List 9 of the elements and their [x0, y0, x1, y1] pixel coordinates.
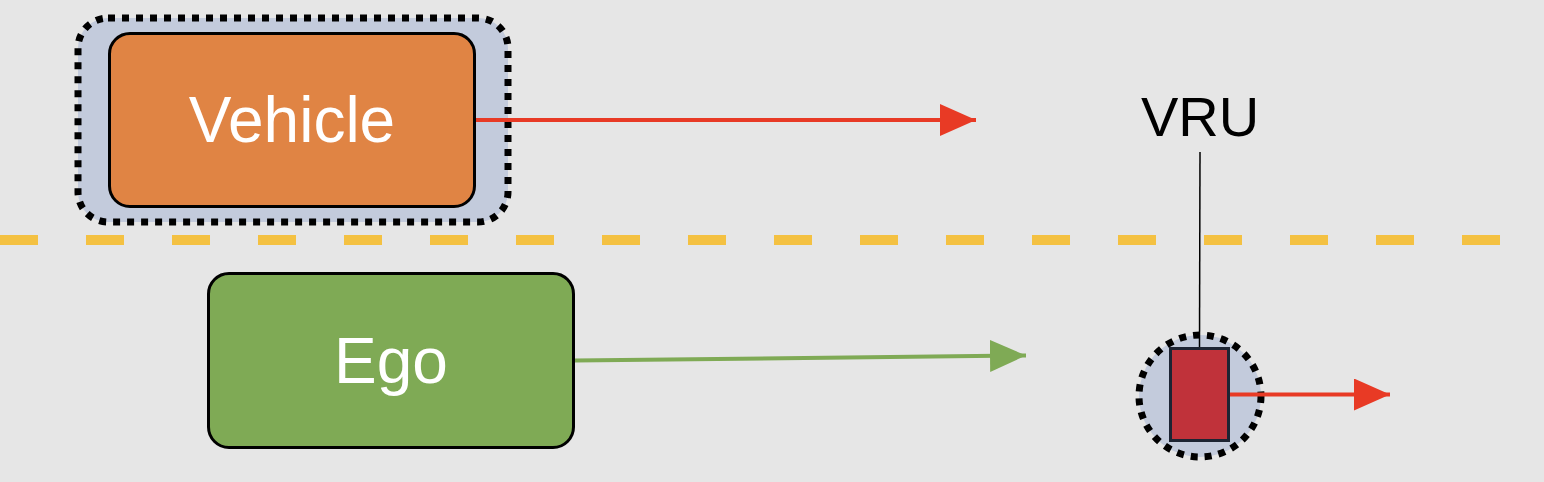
vru-label: VRU	[1130, 80, 1270, 152]
ego-box	[207, 272, 575, 449]
arrow	[574, 339, 1027, 372]
node-label: Ego	[334, 323, 448, 398]
vehicle-box	[108, 32, 476, 208]
node-label: Vehicle	[188, 83, 396, 157]
arrow	[1230, 378, 1390, 411]
pedestrian-box	[1169, 347, 1230, 442]
arrow	[476, 104, 976, 136]
